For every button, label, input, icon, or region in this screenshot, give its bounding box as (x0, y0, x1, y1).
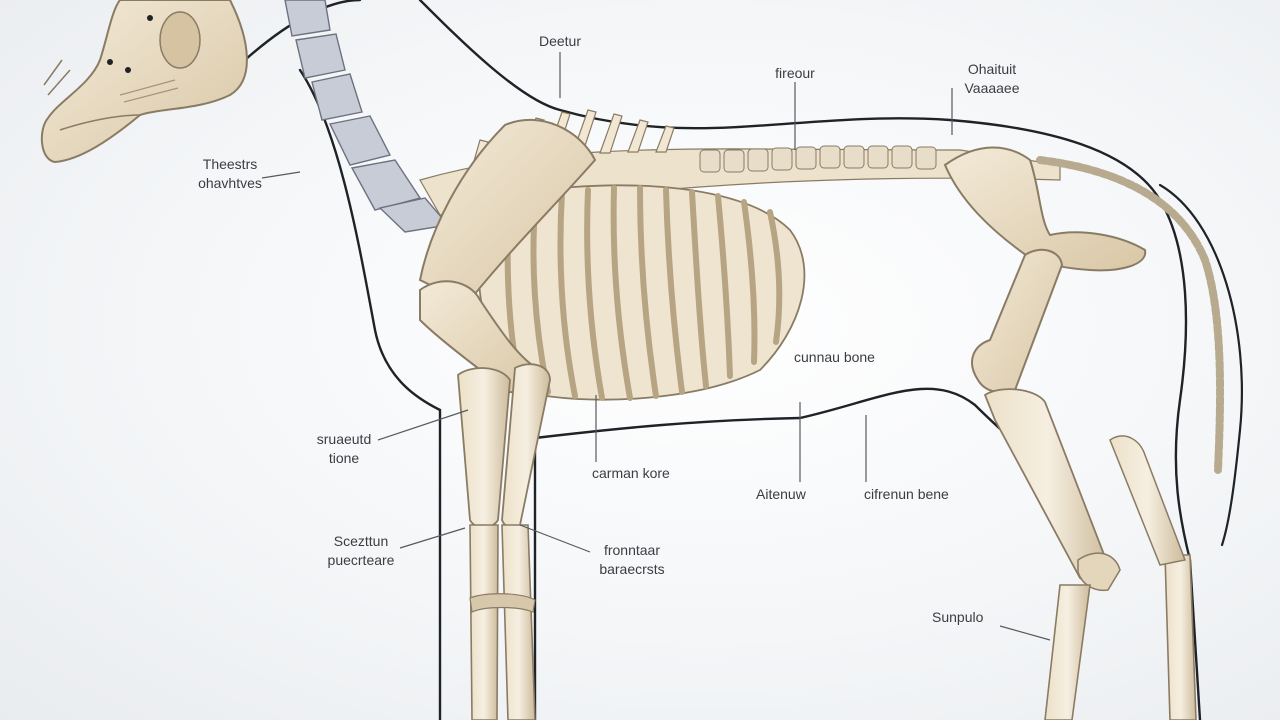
label-top-right-line-2: Vaaaaee (964, 80, 1020, 96)
tibia (983, 388, 1111, 583)
label-right-b: cifrenun bene (864, 486, 949, 502)
leader-lines (261, 52, 1051, 641)
hind-cannon-2 (1164, 554, 1197, 720)
pelvis (943, 146, 1147, 272)
label-bottom-right: Sunpulo (932, 609, 984, 625)
skull (40, 0, 248, 164)
femur (971, 248, 1064, 394)
fore-cannon (469, 524, 499, 720)
hind-upper-2 (1109, 435, 1187, 566)
label-left-mid-line-1: sruaeutd (316, 431, 372, 447)
cervical-vertebrae (284, 0, 450, 233)
radius (457, 367, 511, 529)
rib-cage (476, 184, 806, 401)
hind-cannon (1044, 584, 1091, 720)
label-top-center: Deetur (538, 33, 582, 49)
label-center: carman kore (592, 465, 670, 481)
label-left-upper-line-2: ohavhtves (198, 175, 262, 191)
lumbar-vertebrae (699, 145, 937, 173)
fore-cannon-2 (501, 524, 536, 720)
label-lower-center-line-1: fronntaar (603, 542, 661, 558)
label-left-upper-line-1: Theestrs (202, 156, 258, 172)
label-top-right: Ohaituit Vaaaaee (952, 60, 1032, 98)
label-lower-center-line-2: baraecrsts (599, 561, 665, 577)
tail-vertebrae (1036, 156, 1225, 474)
label-mid-right: cunnau bone (794, 349, 875, 365)
label-top-right-mid: fireour (775, 65, 815, 81)
label-top-right-line-1: Ohaituit (967, 61, 1017, 77)
carpal-joint (469, 593, 536, 613)
label-lower-center: fronntaar baraecrsts (590, 541, 674, 579)
label-left-mid-line-2: tione (328, 450, 360, 466)
tail-outline (1158, 183, 1243, 547)
label-left-upper: Theestrs ohavhtves (192, 155, 268, 193)
label-right-a: Aitenuw (756, 486, 806, 502)
label-left-low-line-1: Scezttun (333, 533, 389, 549)
label-left-low: Scezttun puecrteare (318, 532, 404, 570)
label-left-low-line-2: puecrteare (327, 552, 395, 568)
hock (1077, 552, 1121, 592)
label-left-mid: sruaeutd tione (306, 430, 382, 468)
